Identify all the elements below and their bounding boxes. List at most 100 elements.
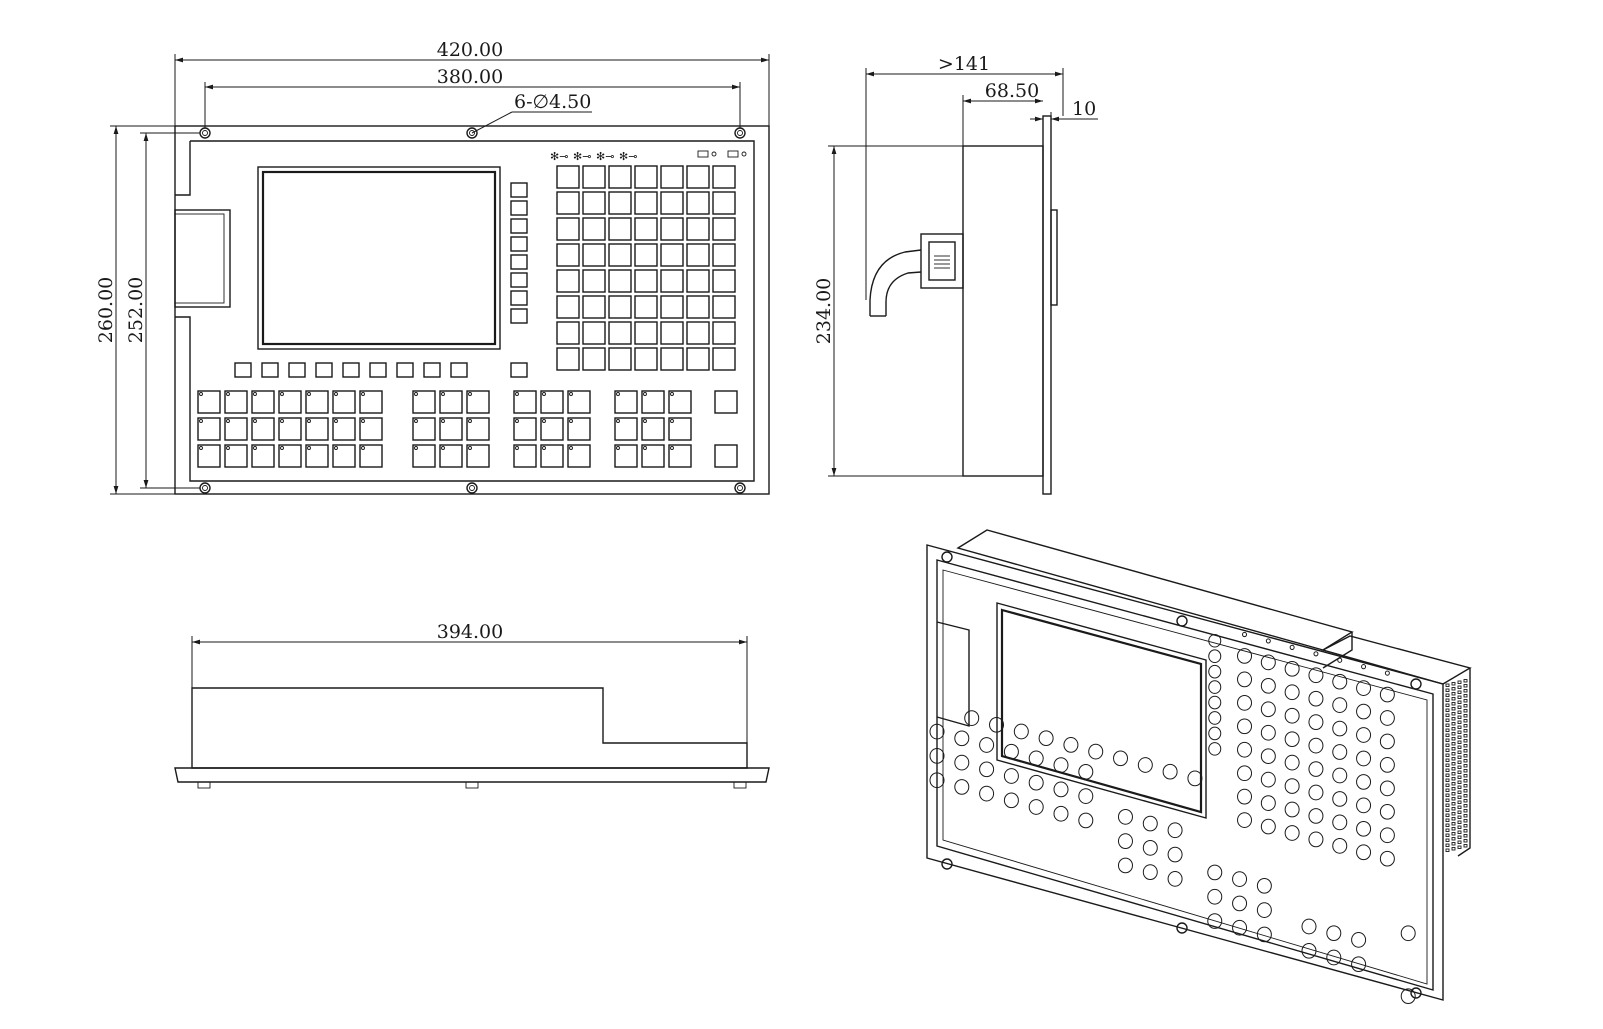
key-led <box>226 392 230 396</box>
iso-key <box>1078 812 1094 829</box>
key-led <box>307 446 311 450</box>
dim-overall-height: 260.00 <box>95 277 117 343</box>
key <box>567 444 591 468</box>
vent-slot <box>1445 718 1450 722</box>
key-led <box>643 392 647 396</box>
iso-key <box>979 761 995 778</box>
cable <box>869 249 922 316</box>
vent-slot <box>1457 725 1462 729</box>
key <box>608 347 632 371</box>
connector <box>920 233 964 289</box>
vent-slot <box>1451 832 1456 836</box>
vent-slot <box>1451 827 1456 831</box>
iso-key <box>1208 680 1222 694</box>
key-led <box>253 419 257 423</box>
vent-slot <box>1457 835 1462 839</box>
iso-key <box>1113 750 1129 767</box>
iso-key <box>1237 741 1253 758</box>
front-keypad <box>197 165 738 468</box>
vent-slot <box>1451 837 1456 841</box>
key <box>608 321 632 345</box>
iso-key <box>1326 925 1342 942</box>
vent-slot <box>1451 847 1456 851</box>
iso-screen <box>996 602 1207 819</box>
vent-slot <box>1451 762 1456 766</box>
vent-slot <box>1445 843 1450 847</box>
side-body <box>962 145 1044 477</box>
key-led <box>334 446 338 450</box>
iso-key <box>1117 808 1133 825</box>
dim-side-body-depth: 68.50 <box>985 80 1039 102</box>
top-body <box>191 687 748 769</box>
iso-key <box>1256 877 1272 894</box>
vent-slot <box>1457 830 1462 834</box>
vent-slot <box>1445 738 1450 742</box>
key <box>634 217 658 241</box>
key-led <box>226 446 230 450</box>
key <box>614 390 638 414</box>
softkey <box>396 362 414 378</box>
vent-slot <box>1463 744 1468 748</box>
iso-key <box>1232 919 1248 936</box>
key-led <box>515 446 519 450</box>
front-panel-outline <box>175 140 755 482</box>
vent-slot <box>1457 785 1462 789</box>
vent-slot <box>1457 715 1462 719</box>
key-led <box>280 446 284 450</box>
iso-key <box>1003 743 1019 760</box>
iso-key <box>1237 718 1253 735</box>
vent-slot <box>1463 839 1468 843</box>
vent-slot <box>1445 693 1450 697</box>
key-led <box>414 446 418 450</box>
key <box>197 390 221 414</box>
key <box>556 295 580 319</box>
vent-slot <box>1463 699 1468 703</box>
iso-key <box>1351 932 1367 948</box>
softkey <box>423 362 441 378</box>
iso-key <box>1356 727 1372 743</box>
iso-key <box>1237 812 1253 828</box>
key-led <box>280 392 284 396</box>
iso-key <box>1207 864 1223 881</box>
key <box>582 243 606 267</box>
vent-slot <box>1457 845 1462 849</box>
key <box>582 347 606 371</box>
vent-slot <box>1451 777 1456 781</box>
vent-slot <box>1451 752 1456 756</box>
vent-slot <box>1457 740 1462 744</box>
softkey <box>510 254 528 270</box>
key <box>540 444 564 468</box>
iso-key <box>1400 925 1416 942</box>
key <box>466 390 490 414</box>
vent-slot <box>1463 804 1468 808</box>
key <box>556 321 580 345</box>
vent-slot <box>1463 829 1468 833</box>
key <box>359 444 383 468</box>
vent-slot <box>1451 687 1456 691</box>
key-led <box>616 392 620 396</box>
vent-slot <box>1457 695 1462 699</box>
iso-key <box>1284 801 1300 818</box>
vent-slot <box>1445 698 1450 702</box>
vent-slot <box>1463 739 1468 743</box>
vent-slot <box>1451 842 1456 846</box>
key-led <box>643 446 647 450</box>
key <box>439 417 463 441</box>
iso-key <box>1237 671 1253 688</box>
key <box>466 417 490 441</box>
key <box>332 444 356 468</box>
top-flange <box>174 767 770 783</box>
dim-mount-holes: 6-∅4.50 <box>514 91 591 113</box>
vent-slot <box>1457 820 1462 824</box>
key <box>540 390 564 414</box>
key-led <box>468 446 472 450</box>
side-panel-edge <box>1042 115 1052 495</box>
dim-top-body-width: 394.00 <box>437 621 503 643</box>
key <box>608 269 632 293</box>
iso-key <box>1284 825 1300 841</box>
softkey <box>510 200 528 216</box>
iso-key <box>1379 757 1395 773</box>
mount-holes <box>199 127 746 494</box>
key-led <box>226 419 230 423</box>
